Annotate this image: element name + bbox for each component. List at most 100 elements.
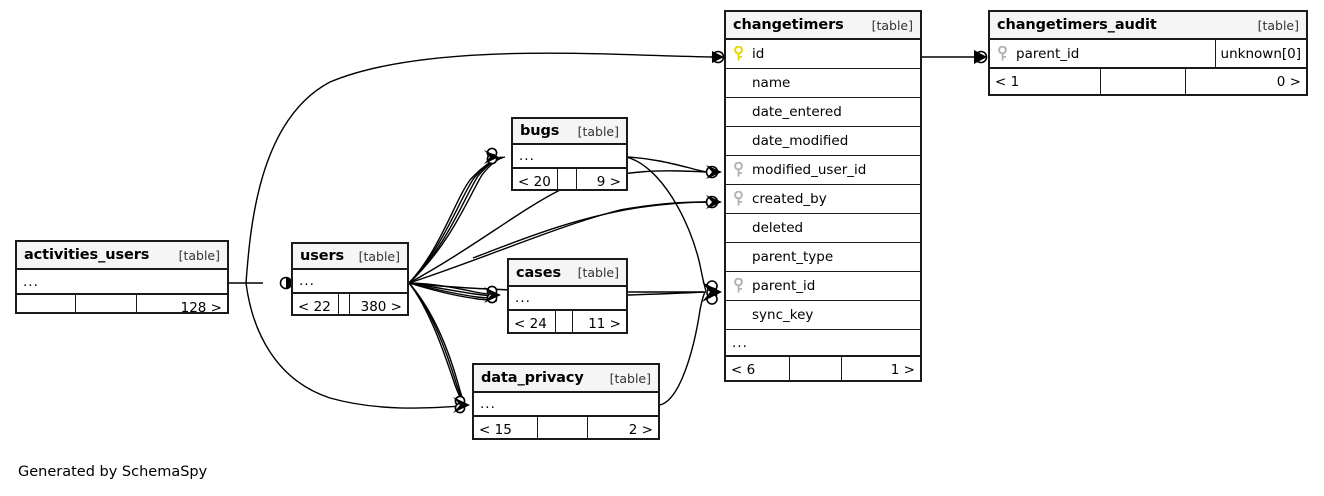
table-kind-label: [table] bbox=[577, 265, 619, 280]
column-name: parent_id bbox=[1016, 45, 1080, 62]
footer-middle bbox=[339, 294, 350, 314]
edge-cases-changetimers bbox=[627, 291, 704, 296]
footer-middle bbox=[558, 169, 578, 189]
footer-parents-count[interactable]: < 6 bbox=[726, 357, 791, 380]
table-footer-users: < 22 380 > bbox=[293, 293, 407, 315]
edge-cases-changetimers-created bbox=[472, 201, 707, 259]
table-title: cases bbox=[516, 264, 561, 281]
footer-middle bbox=[538, 417, 589, 438]
edge-users-cases-3 bbox=[408, 282, 497, 300]
connector-circle-dataprivacy-2 bbox=[454, 402, 466, 414]
connector-circle-parent-2 bbox=[706, 287, 718, 299]
table-header-activities_users: activities_users [table] bbox=[17, 242, 227, 270]
table-kind-label: [table] bbox=[358, 248, 400, 264]
footer-middle bbox=[556, 311, 574, 332]
footer-parents-count[interactable]: < 15 bbox=[474, 417, 539, 438]
column-name: modified_user_id bbox=[752, 162, 867, 178]
table-footer-changetimers: < 6 1 > bbox=[726, 356, 920, 380]
edge-users-dataprivacy-1 bbox=[408, 282, 465, 405]
footer-parents-count[interactable]: < 22 bbox=[293, 294, 339, 314]
column-row-created_by[interactable]: created_by bbox=[726, 185, 920, 214]
generated-by-caption: Generated by SchemaSpy bbox=[18, 464, 208, 480]
connector-circle-changetimers-id bbox=[711, 50, 725, 64]
fk-key-icon bbox=[990, 45, 1014, 62]
connector-circle-bugs-2 bbox=[486, 153, 498, 165]
pk-key-icon bbox=[726, 46, 750, 62]
table-title: data_privacy bbox=[481, 370, 584, 386]
table-users[interactable]: users [table] ... < 22 380 > bbox=[291, 242, 409, 316]
edge-users-cases-4 bbox=[408, 282, 498, 302]
more-columns-indicator: ... bbox=[509, 287, 626, 310]
table-data_privacy[interactable]: data_privacy [table] ... < 15 2 > bbox=[472, 363, 660, 440]
table-title: bugs bbox=[520, 123, 560, 139]
footer-parents-count[interactable]: < 1 bbox=[990, 69, 1101, 94]
footer-children-count[interactable]: 1 > bbox=[890, 361, 915, 378]
connector-circle-bugs-1 bbox=[486, 147, 498, 159]
table-bugs[interactable]: bugs [table] ... < 20 9 > bbox=[511, 117, 628, 191]
column-name: parent_type bbox=[752, 249, 834, 265]
connector-circle-parent-3 bbox=[706, 293, 718, 305]
table-footer-changetimers_audit: < 1 0 > bbox=[990, 68, 1306, 94]
edge-bugs-changetimers-modified bbox=[625, 156, 707, 173]
footer-parents-count[interactable]: < 20 bbox=[513, 169, 559, 189]
column-row-parent_type[interactable]: parent_type bbox=[726, 243, 920, 272]
footer-children-count[interactable]: 11 > bbox=[588, 315, 621, 332]
footer-children-count[interactable]: 0 > bbox=[1276, 73, 1301, 90]
table-title: activities_users bbox=[24, 247, 150, 263]
column-name: sync_key bbox=[752, 307, 814, 323]
table-header-changetimers: changetimers [table] bbox=[726, 12, 920, 40]
column-row-parent_id[interactable]: parent_id unknown[0] bbox=[990, 40, 1306, 68]
edge-users-bugs-3 bbox=[408, 156, 504, 284]
fk-key-icon bbox=[726, 162, 750, 178]
edge-users-bugs-2 bbox=[408, 156, 502, 284]
footer-children-count[interactable]: 128 > bbox=[180, 299, 222, 314]
edge-users-cases-2 bbox=[408, 282, 496, 298]
column-row-deleted[interactable]: deleted bbox=[726, 214, 920, 243]
column-row-date_modified[interactable]: date_modified bbox=[726, 127, 920, 156]
table-header-data_privacy: data_privacy [table] bbox=[474, 365, 658, 393]
connector-circle-modified bbox=[705, 165, 719, 179]
fk-key-icon bbox=[726, 191, 750, 207]
column-name: deleted bbox=[752, 220, 804, 236]
edge-users-bugs-4 bbox=[408, 156, 506, 284]
table-activities_users[interactable]: activities_users [table] ... 128 > bbox=[15, 240, 229, 314]
table-kind-label: [table] bbox=[609, 370, 651, 386]
more-columns-indicator: ... bbox=[726, 330, 920, 356]
footer-children-count[interactable]: 2 > bbox=[628, 421, 653, 438]
column-name: created_by bbox=[752, 191, 827, 207]
table-footer-bugs: < 20 9 > bbox=[513, 168, 626, 190]
table-cases[interactable]: cases [table] ... < 24 11 > bbox=[507, 258, 628, 334]
column-type: unknown[0] bbox=[1214, 40, 1306, 67]
footer-parents-count[interactable]: < 24 bbox=[509, 311, 556, 332]
footer-parents-count[interactable] bbox=[17, 295, 76, 312]
table-kind-label: [table] bbox=[871, 17, 913, 33]
more-columns-indicator: ... bbox=[17, 270, 227, 294]
table-footer-cases: < 24 11 > bbox=[509, 310, 626, 332]
column-name: id bbox=[752, 46, 765, 62]
column-name: date_modified bbox=[752, 133, 849, 149]
table-changetimers[interactable]: changetimers [table] id name date_entere… bbox=[724, 10, 922, 382]
table-header-bugs: bugs [table] bbox=[513, 119, 626, 145]
footer-children-count[interactable]: 380 > bbox=[360, 298, 402, 315]
column-row-sync_key[interactable]: sync_key bbox=[726, 301, 920, 330]
connector-circle-created bbox=[705, 195, 719, 209]
connector-circle-audit-parentid bbox=[974, 50, 988, 64]
table-changetimers_audit[interactable]: changetimers_audit [table] parent_id unk… bbox=[988, 10, 1308, 96]
table-header-changetimers_audit: changetimers_audit [table] bbox=[990, 12, 1306, 40]
column-row-date_entered[interactable]: date_entered bbox=[726, 98, 920, 127]
column-row-parent_id[interactable]: parent_id bbox=[726, 272, 920, 301]
column-row-name[interactable]: name bbox=[726, 69, 920, 98]
footer-children-count[interactable]: 9 > bbox=[596, 173, 621, 190]
column-row-id[interactable]: id bbox=[726, 40, 920, 69]
more-columns-indicator: ... bbox=[474, 393, 658, 416]
table-title: users bbox=[300, 248, 345, 264]
table-kind-label: [table] bbox=[577, 123, 619, 139]
connector-circle-cases-2 bbox=[486, 292, 498, 304]
footer-middle bbox=[790, 357, 843, 380]
connector-circle-cases-1 bbox=[486, 285, 498, 297]
more-columns-indicator: ... bbox=[513, 145, 626, 168]
footer-middle bbox=[1101, 69, 1186, 94]
column-row-modified_user_id[interactable]: modified_user_id bbox=[726, 156, 920, 185]
footer-middle bbox=[76, 295, 137, 312]
edge-bugs-changetimers bbox=[625, 156, 707, 292]
